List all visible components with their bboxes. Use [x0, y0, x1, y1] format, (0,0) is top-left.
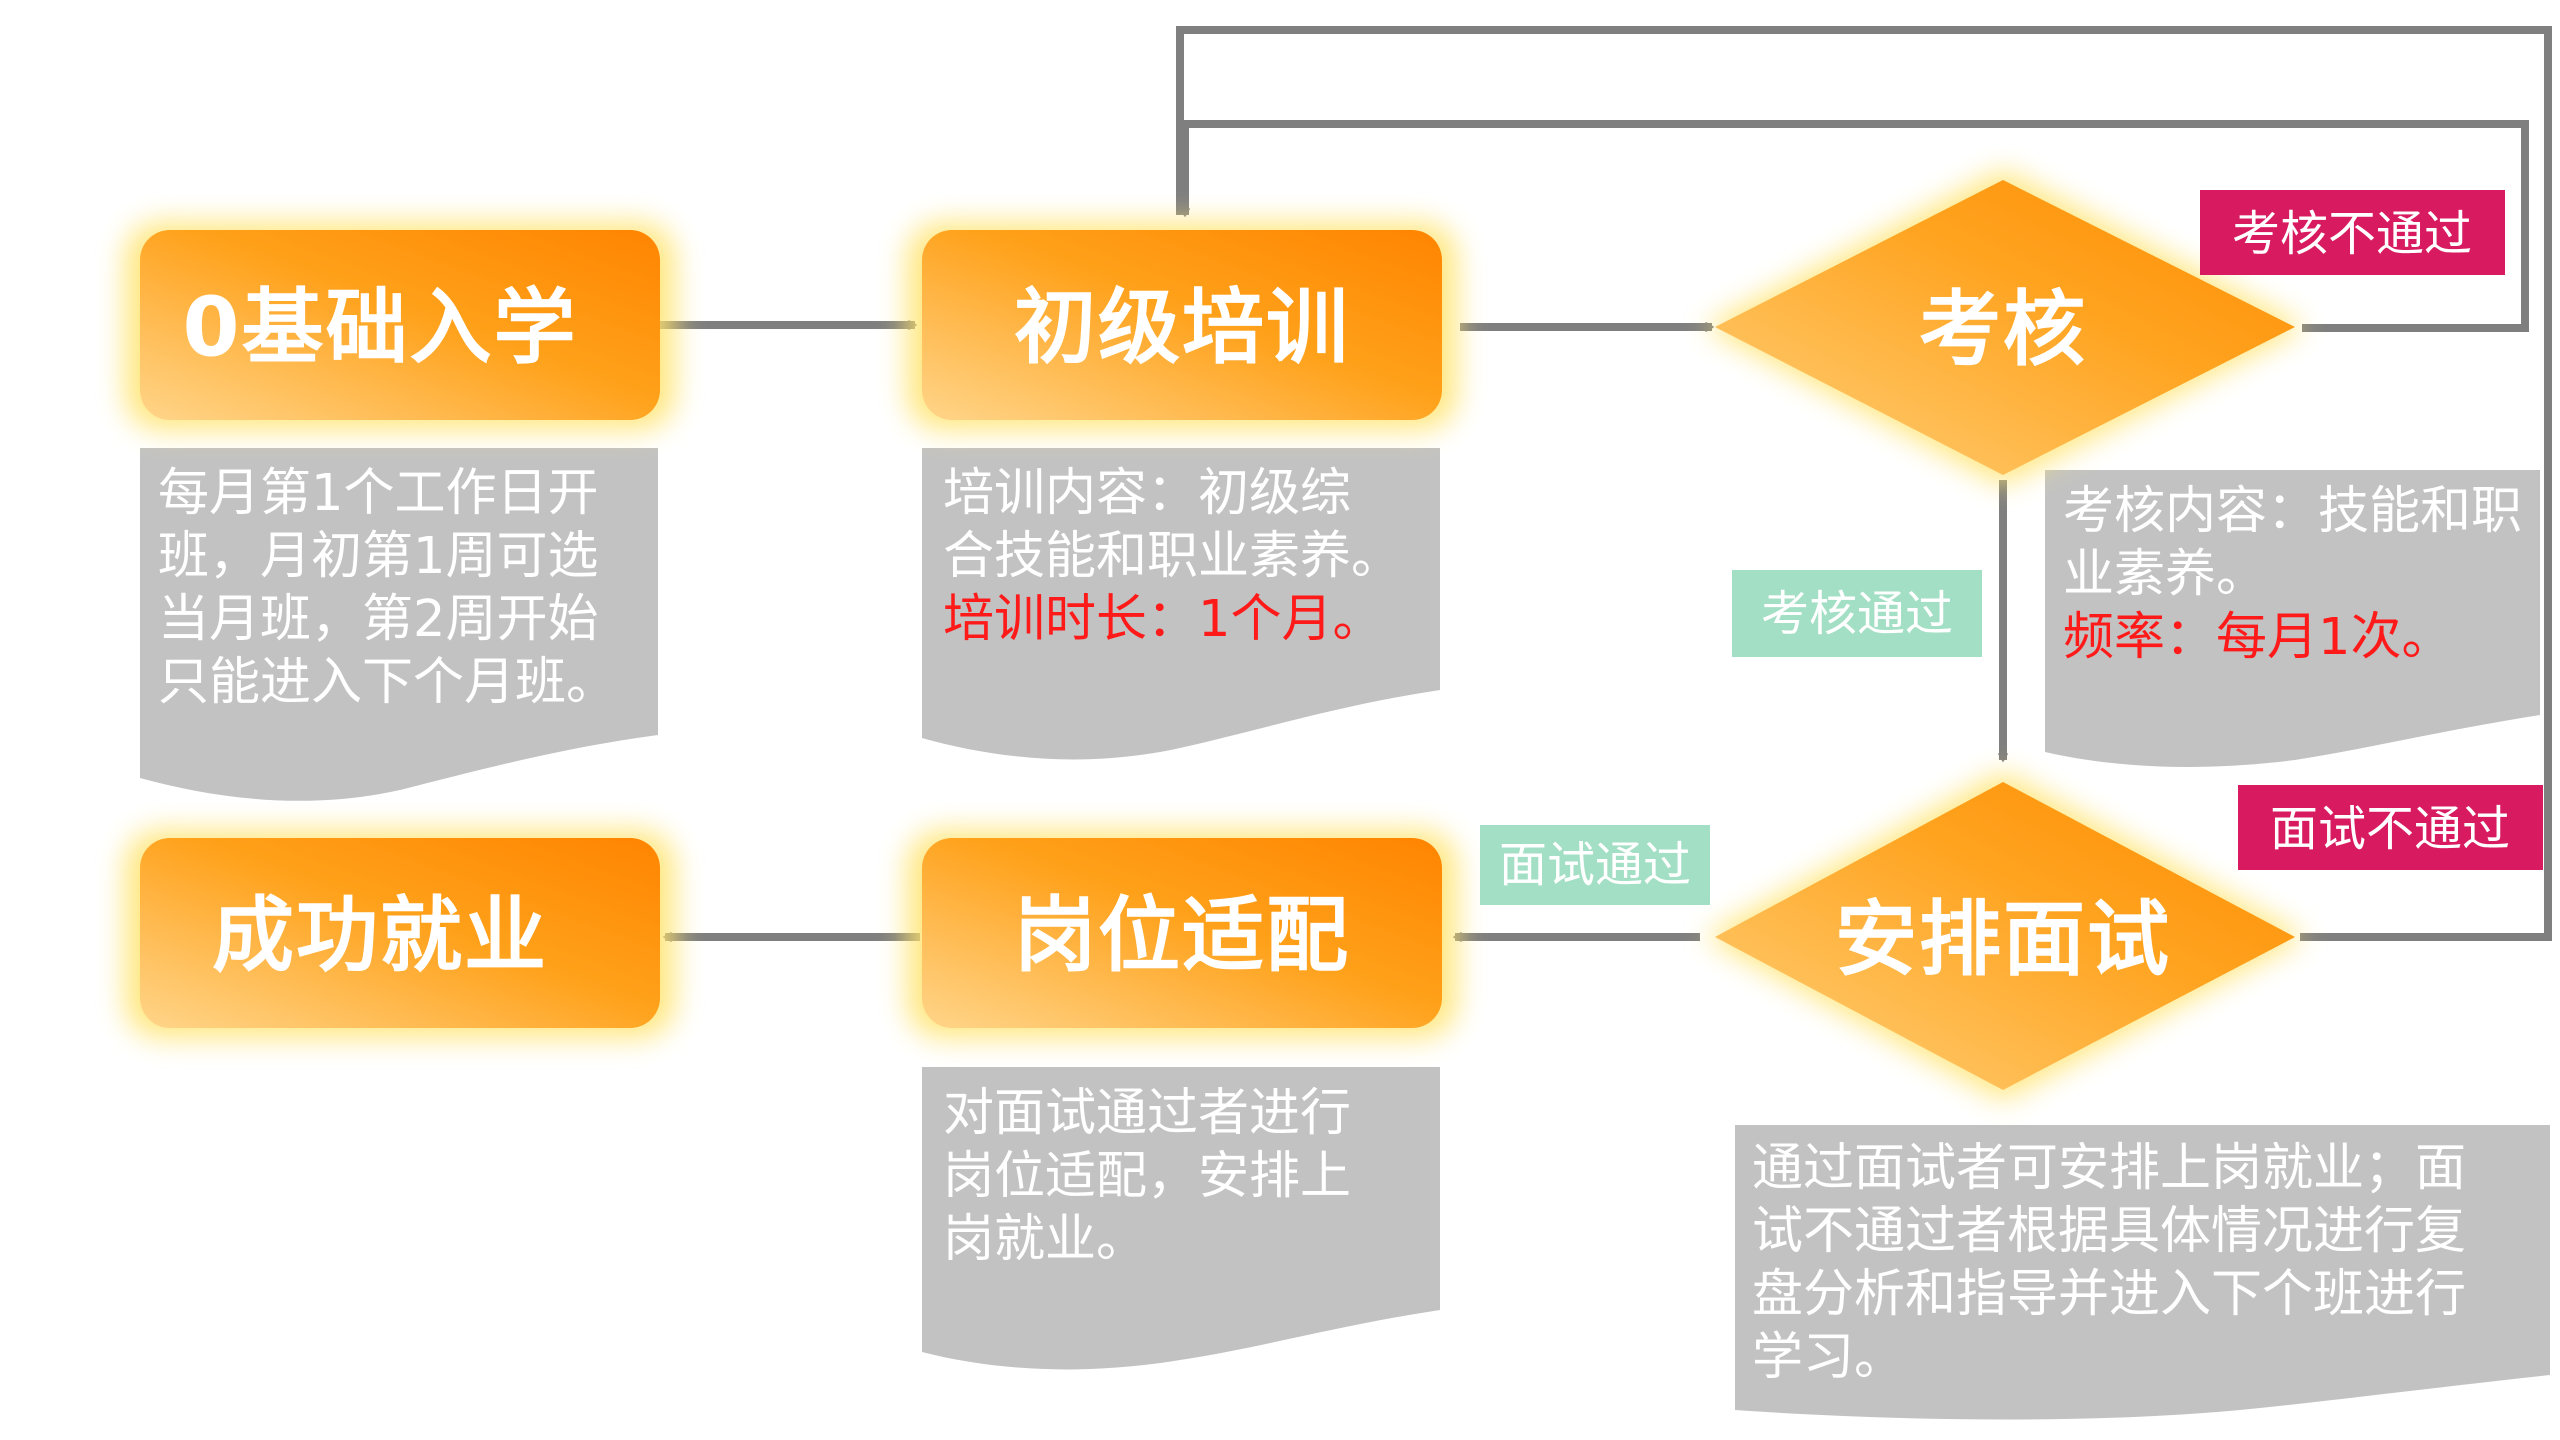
svg-text:通过面试者可安排上岗就业；面 试不通过者根据: 通过面试者可安排上岗就业；面 试不通过者根据具体情况进行复 盘分析和指导并进入下…	[1752, 1139, 2482, 1387]
node-interview: 安排面试	[1705, 772, 2305, 1100]
note-enroll: 每月第1个工作日开 班，月初第1周可选 当月班，第2周开始 只能进入下个月班。	[140, 448, 658, 801]
badge-interview-pass-label: 面试通过	[1499, 837, 1691, 893]
node-assessment-label: 考核	[1919, 283, 2087, 378]
svg-text:每月第1个工作日开 班，月初第1周可选: 每月第1个工作日开 班，月初第1周可选 当月班，第2周开始 只能进入下个月班。	[158, 464, 617, 712]
node-matching: 岗位适配	[907, 830, 1457, 1038]
note-assessment-line: 考核内容：技能和职	[2063, 482, 2522, 541]
connectors	[660, 26, 2552, 942]
note-assessment-highlight: 频率：每月1次。	[2063, 608, 2452, 667]
notes: 每月第1个工作日开 班，月初第1周可选 当月班，第2周开始 只能进入下个月班。 …	[140, 448, 2550, 1420]
node-employment: 成功就业	[125, 830, 675, 1038]
note-training: 培训内容：初级综 合技能和职业素养。 培训时长：1个月。	[922, 448, 1440, 760]
note-matching-line: 岗位适配，安排上	[943, 1147, 1351, 1206]
badge-interview-fail: 面试不通过	[2238, 785, 2543, 870]
node-enroll-label: 0基础入学	[182, 281, 577, 376]
loop-interview-fail	[1176, 26, 2552, 941]
svg-text:对面试通过者进行 岗位适配，安排上: 对面试通过者进行 岗位适配，安排上 岗就业。	[943, 1084, 1367, 1269]
note-matching-line: 岗就业。	[943, 1210, 1147, 1269]
note-interview-line: 盘分析和指导并进入下个班进行	[1752, 1265, 2466, 1324]
note-matching: 对面试通过者进行 岗位适配，安排上 岗就业。	[922, 1067, 1440, 1370]
badge-assessment-fail-label: 考核不通过	[2232, 206, 2472, 262]
note-interview-line: 学习。	[1752, 1328, 1905, 1387]
node-matching-label: 岗位适配	[1014, 889, 1350, 984]
node-enroll: 0基础入学	[125, 222, 675, 430]
node-interview-label: 安排面试	[1835, 893, 2171, 988]
note-matching-line: 对面试通过者进行	[943, 1084, 1351, 1143]
note-enroll-line: 每月第1个工作日开	[158, 464, 598, 523]
node-training: 初级培训	[907, 222, 1457, 430]
badges: 考核不通过 考核通过 面试通过 面试不通过	[1480, 190, 2543, 905]
badge-interview-pass: 面试通过	[1480, 825, 1710, 905]
nodes: 0基础入学 初级培训 岗位适配 成功就业 考核 安排面试	[125, 170, 2305, 1100]
badge-assessment-pass: 考核通过	[1732, 570, 1982, 657]
note-assessment-line: 业素养。	[2063, 545, 2267, 604]
badge-assessment-pass-label: 考核通过	[1761, 586, 1953, 642]
note-assessment: 考核内容：技能和职 业素养。 频率：每月1次。	[2045, 470, 2540, 767]
node-training-label: 初级培训	[1014, 281, 1350, 376]
node-assessment: 考核	[1705, 170, 2305, 485]
note-enroll-line: 当月班，第2周开始	[158, 590, 598, 649]
note-interview-line: 通过面试者可安排上岗就业；面	[1752, 1139, 2466, 1198]
note-enroll-line: 只能进入下个月班。	[158, 653, 617, 712]
svg-text:考核内容：技能和职 业素养。: 考核内容：技能和职 业素养。 频率：每月1次。	[2063, 482, 2538, 667]
badge-assessment-fail: 考核不通过	[2200, 190, 2505, 275]
note-interview: 通过面试者可安排上岗就业；面 试不通过者根据具体情况进行复 盘分析和指导并进入下…	[1735, 1125, 2550, 1420]
note-enroll-line: 班，月初第1周可选	[158, 527, 598, 586]
badge-interview-fail-label: 面试不通过	[2270, 801, 2510, 857]
loop-assessment-fail	[1180, 120, 2529, 332]
svg-text:培训内容：初级综 合技能和职业素养。: 培训内容：初级综 合技能和职业素养。 培训时长：1个月。	[943, 464, 1418, 649]
note-training-line: 培训内容：初级综	[943, 464, 1351, 523]
node-employment-label: 成功就业	[212, 889, 548, 984]
note-training-highlight: 培训时长：1个月。	[943, 590, 1383, 649]
note-interview-line: 试不通过者根据具体情况进行复	[1752, 1202, 2466, 1261]
note-training-line: 合技能和职业素养。	[943, 527, 1402, 586]
